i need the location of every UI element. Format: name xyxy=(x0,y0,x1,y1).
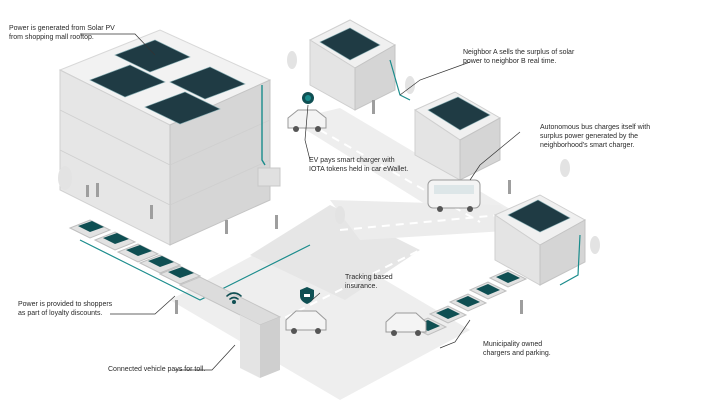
municipality-chargers xyxy=(408,269,528,336)
callout-text: as part of loyalty discounts. xyxy=(18,310,103,317)
house-smart-charger xyxy=(493,194,587,286)
iota-token-icon xyxy=(302,92,314,104)
toll-gate xyxy=(178,276,282,378)
callout-tracking: Tracking based insurance. xyxy=(345,273,393,291)
callout-text: Neighbor A sells the surplus of solar xyxy=(463,49,575,56)
shopping-mall xyxy=(58,29,281,246)
callout-text: from shopping mall rooftop. xyxy=(9,34,94,41)
callout-solar-mall: Power is generated from Solar PV from sh… xyxy=(9,24,115,42)
callout-text: Power is provided to shoppers xyxy=(18,301,113,308)
callout-shoppers: Power is provided to shoppers as part of… xyxy=(18,300,112,318)
callout-text: EV pays smart charger with xyxy=(309,157,395,164)
callout-text: Tracking based xyxy=(345,274,393,281)
trees xyxy=(58,51,600,254)
house-neighbor-a xyxy=(308,19,411,111)
callout-municipality: Municipality owned chargers and parking. xyxy=(483,340,551,358)
callout-text: Municipality owned xyxy=(483,341,543,348)
callout-text: surplus power generated by the xyxy=(540,133,639,140)
callout-lines xyxy=(80,33,521,371)
autonomous-bus xyxy=(427,179,481,212)
callout-text: chargers and parking. xyxy=(483,350,551,357)
shield-car-icon xyxy=(300,287,314,304)
mall-solar-panels xyxy=(89,39,246,125)
insured-car xyxy=(285,310,327,334)
mall-chargers xyxy=(68,219,311,301)
callout-text: neighborhood's smart charger. xyxy=(540,142,635,149)
parked-car xyxy=(385,312,427,336)
callout-text: power to neighbor B real time. xyxy=(463,58,557,65)
callout-ev-pays: EV pays smart charger with IOTA tokens h… xyxy=(309,156,408,174)
wifi-icon xyxy=(226,292,242,304)
callout-text: Power is generated from Solar PV xyxy=(9,25,115,32)
house-neighbor-b xyxy=(413,91,502,181)
callout-text: Connected vehicle pays for toll. xyxy=(108,366,206,373)
callout-text: insurance. xyxy=(345,283,378,290)
people xyxy=(86,100,523,314)
callout-text: Autonomous bus charges itself with xyxy=(540,124,651,131)
callout-autonomous-bus: Autonomous bus charges itself with surpl… xyxy=(540,123,650,150)
callout-toll: Connected vehicle pays for toll. xyxy=(108,365,205,374)
callout-neighbor-a: Neighbor A sells the surplus of solar po… xyxy=(463,48,574,66)
callout-text: IOTA tokens held in car eWallet. xyxy=(309,166,409,173)
